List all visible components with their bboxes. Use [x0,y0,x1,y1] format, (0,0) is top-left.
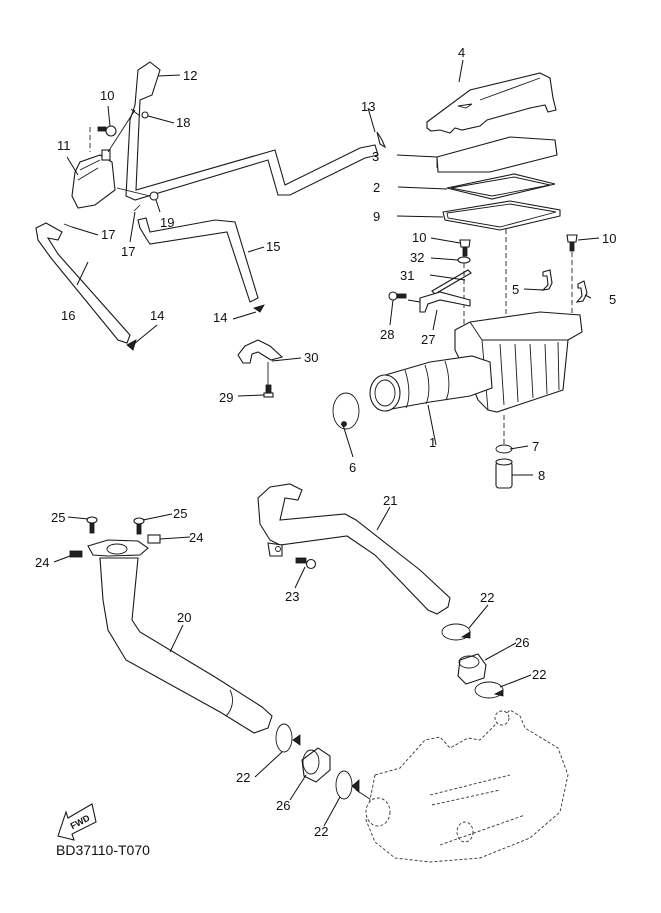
part-air-filter-element[interactable] [436,136,558,173]
part-nut-24b[interactable] [147,534,161,544]
fwd-direction-icon: FWD [57,803,97,841]
callout-17a[interactable]: 17 [101,227,115,242]
part-hose-clip-17a[interactable] [63,223,73,228]
part-hose-15[interactable] [137,217,259,303]
part-bolt-29[interactable] [263,384,274,398]
callout-9[interactable]: 9 [373,209,380,224]
callout-20[interactable]: 20 [177,610,191,625]
callout-14a[interactable]: 14 [213,310,227,325]
callout-13[interactable]: 13 [361,99,375,114]
callout-7[interactable]: 7 [532,439,539,454]
part-joint-26b[interactable] [301,747,331,783]
callout-28[interactable]: 28 [380,327,394,342]
callout-16[interactable]: 16 [61,308,75,323]
callout-10-right[interactable]: 10 [602,231,616,246]
callout-5-left[interactable]: 5 [512,282,519,297]
callout-22a[interactable]: 22 [480,590,494,605]
part-hose-clip-18[interactable] [130,108,141,117]
part-bolt-center[interactable] [459,239,471,257]
part-crankcase-cover-reference [365,709,569,863]
part-screw-25a[interactable] [86,516,98,534]
callout-4[interactable]: 4 [458,45,465,60]
part-breather-tank[interactable] [71,109,136,209]
callout-10-left[interactable]: 10 [100,88,114,103]
callout-29[interactable]: 29 [219,390,233,405]
part-hose-16[interactable] [35,222,131,344]
part-screw-25b[interactable] [133,517,145,535]
part-hose-band-22c[interactable] [275,723,301,753]
callout-6[interactable]: 6 [349,460,356,475]
callout-22b[interactable]: 22 [532,667,546,682]
part-hose-band-22d[interactable] [335,770,360,800]
part-hose-clip-19[interactable] [116,187,159,201]
part-nut-24a[interactable] [69,550,83,558]
part-bolt-23[interactable] [295,557,317,570]
part-bolt-28[interactable] [388,291,407,301]
part-bolt-left[interactable] [97,125,117,137]
part-drain-hose[interactable] [495,458,513,489]
callout-25b[interactable]: 25 [173,506,187,521]
part-seal[interactable] [442,200,561,231]
part-bracket-27[interactable] [419,291,471,313]
callout-17b[interactable]: 17 [121,244,135,259]
callout-31[interactable]: 31 [400,268,414,283]
part-bolt-right[interactable] [566,234,578,252]
part-cooling-duct-21[interactable] [257,483,451,615]
part-clip-right[interactable] [575,280,588,303]
part-case-cap[interactable] [426,72,557,134]
callout-24b[interactable]: 24 [189,530,203,545]
callout-10-center[interactable]: 10 [412,230,426,245]
part-band[interactable] [431,269,472,295]
callout-22c[interactable]: 22 [236,770,250,785]
part-clip-left[interactable] [541,269,553,291]
part-hose-clip-17b[interactable] [133,204,141,212]
callout-24a[interactable]: 24 [35,555,49,570]
part-cooling-duct-20[interactable] [87,539,273,734]
part-hose-clip-7[interactable] [495,444,513,454]
callout-26a[interactable]: 26 [515,635,529,650]
part-breather-hose-12[interactable] [125,61,379,201]
callout-3[interactable]: 3 [372,149,379,164]
part-bracket-30[interactable] [237,339,284,364]
callout-11[interactable]: 11 [57,138,71,153]
callout-2[interactable]: 2 [373,180,380,195]
callout-22d[interactable]: 22 [314,824,328,839]
callout-21[interactable]: 21 [383,493,397,508]
callout-5-right[interactable]: 5 [609,292,616,307]
part-intake-band[interactable] [332,392,360,430]
callout-8[interactable]: 8 [538,468,545,483]
callout-12[interactable]: 12 [183,68,197,83]
part-hose-band-22b[interactable] [474,681,504,699]
callout-23[interactable]: 23 [285,589,299,604]
leader-lines [53,59,600,827]
callout-27[interactable]: 27 [421,332,435,347]
callout-labels: 4 3 2 9 10 32 31 10 5 5 28 27 1 6 7 8 30… [35,45,616,839]
callout-30[interactable]: 30 [304,350,318,365]
callout-1[interactable]: 1 [429,435,436,450]
callout-18[interactable]: 18 [176,115,190,130]
callout-25a[interactable]: 25 [51,510,65,525]
part-hose-clip-14b[interactable] [126,339,137,351]
part-hose-clip-13[interactable] [376,131,387,149]
part-air-cleaner-case[interactable] [369,311,583,413]
part-collar[interactable] [457,256,471,264]
part-hose-clip-14a[interactable] [253,304,265,313]
drawing-code: BD37110-T070 [56,842,150,858]
part-hose-band-22a[interactable] [441,623,471,641]
callout-15[interactable]: 15 [266,239,280,254]
callout-14b[interactable]: 14 [150,308,164,323]
callout-32[interactable]: 32 [410,250,424,265]
part-joint-26a[interactable] [457,653,487,685]
part-filter-gasket[interactable] [446,173,556,200]
callout-26b[interactable]: 26 [276,798,290,813]
callout-19[interactable]: 19 [160,215,174,230]
